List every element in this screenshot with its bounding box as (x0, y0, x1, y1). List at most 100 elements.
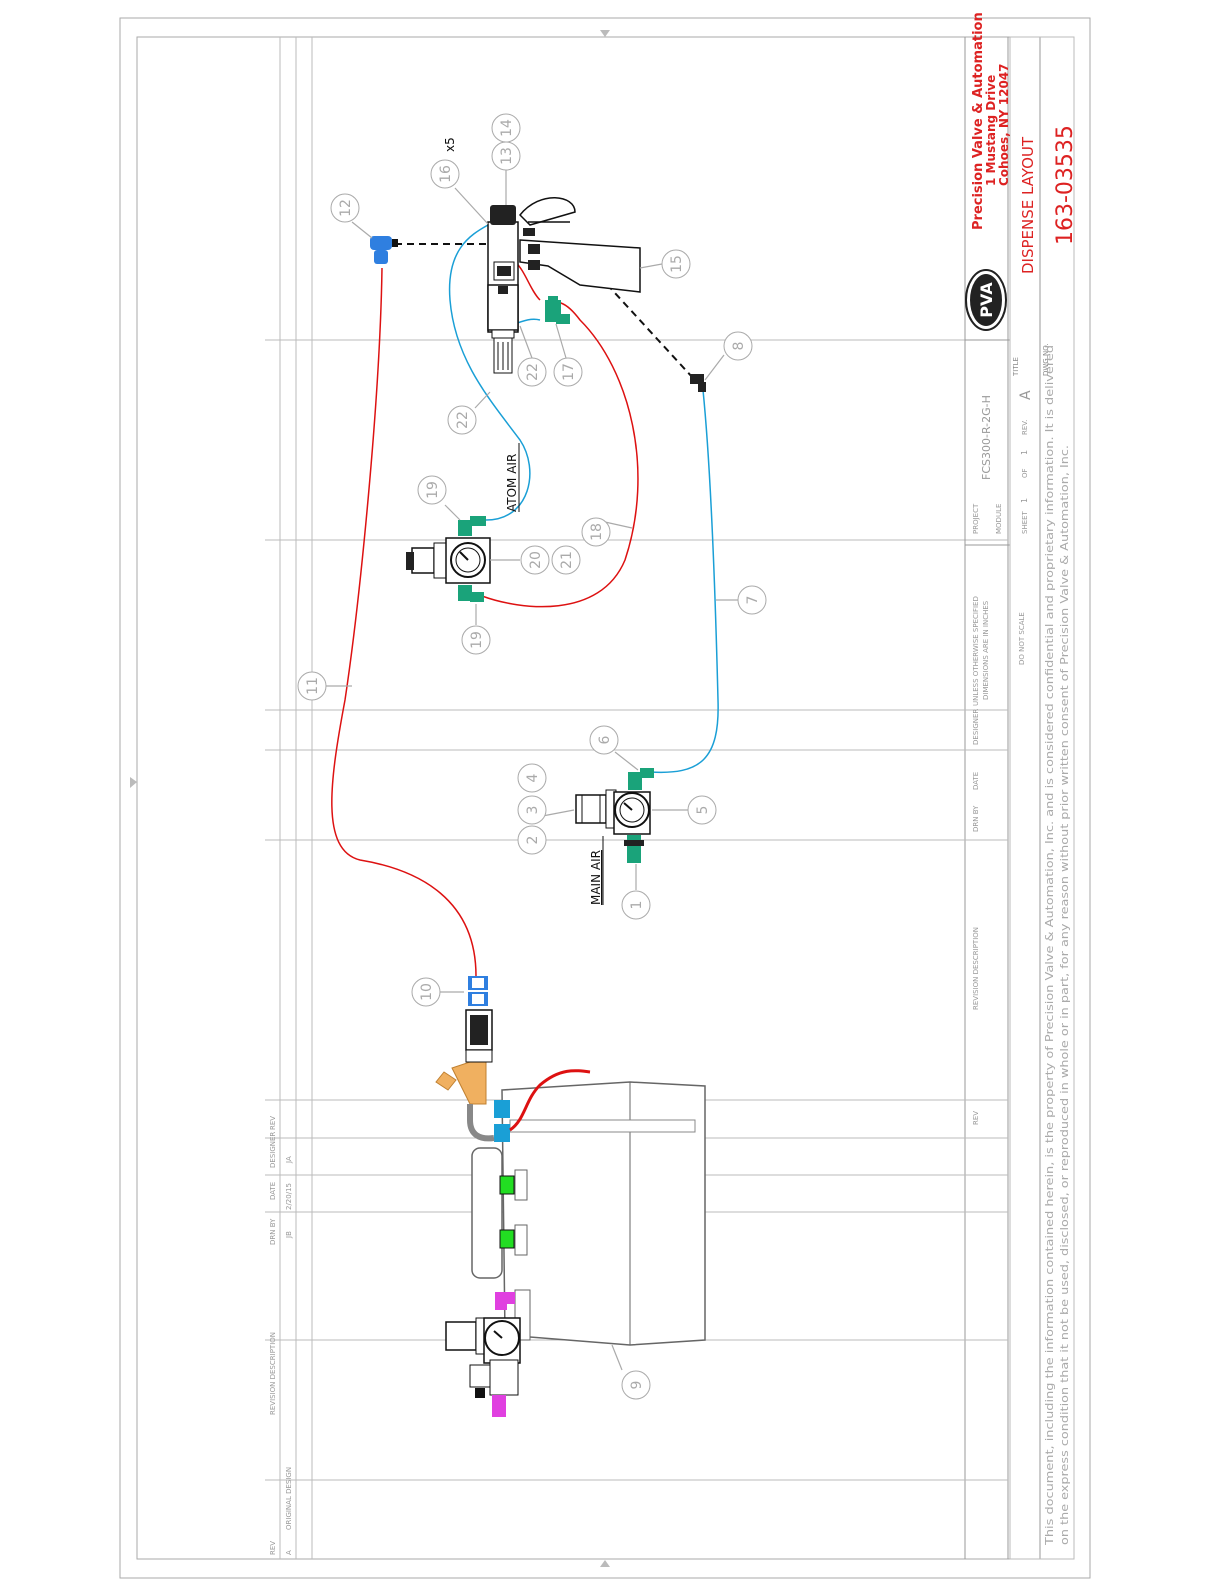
revtable-row-drn-by: JB (285, 1231, 293, 1239)
balloon-7: 7 (737, 585, 767, 615)
rev-col-label-top: REV (972, 1111, 980, 1125)
notice-line2: on the express condition that it not be … (1058, 445, 1071, 1545)
balloon-21: 21 (551, 545, 581, 575)
balloon-17: 17 (553, 357, 583, 387)
balloon-4: 4 (517, 763, 547, 793)
balloon-22-line: 22 (447, 405, 477, 435)
revtable-row-designer: JA (285, 1156, 293, 1164)
balloon-18: 18 (581, 517, 611, 547)
center-mark-top (600, 30, 610, 37)
svg-text:8: 8 (731, 342, 747, 351)
fitting-elbow-12 (370, 236, 398, 264)
svg-text:10: 10 (419, 983, 435, 1001)
svg-text:7: 7 (745, 596, 761, 605)
revtable-header-rev: REV (269, 1541, 277, 1555)
svg-text:12: 12 (338, 199, 354, 217)
balloon-11: 11 (297, 671, 327, 701)
svg-text:14: 14 (499, 119, 515, 137)
svg-text:6: 6 (597, 735, 613, 744)
balloon-5: 5 (687, 795, 717, 825)
balloon-15: 15 (661, 249, 691, 279)
revtable-header-designer: DESIGNER (269, 1132, 277, 1168)
fitting-elbow-8 (690, 374, 706, 392)
balloon-1: 1 (621, 890, 651, 920)
revision-description-label-top: REVISION DESCRIPTION (972, 927, 980, 1010)
sheet-number: 1 (1020, 498, 1029, 503)
designer-label-top: DESIGNER (972, 709, 980, 745)
balloon-19-top: 19 (417, 475, 447, 505)
fluid-line-11 (331, 267, 477, 977)
balloon-6: 6 (589, 725, 619, 755)
unless-line2: DIMENSIONS ARE IN INCHES (982, 600, 990, 700)
svg-text:19: 19 (425, 481, 441, 499)
atom-air-label: ATOM AIR (505, 454, 519, 512)
balloon-14: 14 (491, 113, 521, 143)
module-label: MODULE (995, 504, 1003, 534)
revtable-row-description: ORIGINAL DESIGN (285, 1467, 293, 1530)
project-value: FCS300-R-2G-H (980, 395, 993, 480)
balloon-19-bottom: 19 (461, 625, 491, 655)
spray-gun (487, 197, 641, 374)
air-line-22 (448, 224, 531, 521)
svg-text:22: 22 (455, 411, 471, 429)
dwg-no-label: DWG NO. (1042, 343, 1050, 376)
revtable-header-date: DATE (269, 1182, 277, 1200)
sheet-label: SHEET (1021, 510, 1029, 534)
title-label: TITLE (1012, 357, 1020, 377)
balloon-2: 2 (517, 825, 547, 855)
do-not-scale: DO NOT SCALE (1018, 612, 1026, 665)
fluid-line-18 (481, 301, 639, 608)
svg-text:3: 3 (525, 806, 541, 815)
qty-x5-label: x5 (443, 137, 457, 152)
atom-air-regulator (406, 516, 491, 602)
logo-text: PVA (977, 282, 996, 318)
drn-by-label-top: DRN BY (972, 805, 980, 832)
revtable-row-date: 2/20/15 (285, 1183, 293, 1210)
center-mark-left (130, 777, 137, 788)
svg-text:2: 2 (525, 836, 541, 845)
svg-text:18: 18 (589, 523, 605, 541)
company-name: Precision Valve & Automation (971, 12, 986, 230)
notice-line1: This document, including the information… (1043, 345, 1056, 1546)
center-mark-bottom (600, 1560, 610, 1567)
balloon-13: 13 (491, 141, 521, 171)
sheet-of: OF (1021, 468, 1029, 478)
svg-text:5: 5 (695, 806, 711, 815)
svg-text:1: 1 (629, 901, 645, 910)
svg-text:13: 13 (499, 147, 515, 165)
svg-text:11: 11 (305, 677, 321, 695)
balloon-9: 9 (621, 1370, 651, 1400)
svg-text:4: 4 (525, 773, 541, 782)
svg-text:16: 16 (438, 165, 454, 183)
revtable-header-description: REVISION DESCRIPTION (269, 1332, 277, 1415)
svg-text:15: 15 (669, 255, 685, 273)
balloon-8: 8 (723, 331, 753, 361)
dwg-block (1009, 36, 1075, 1560)
pressure-tank (435, 976, 706, 1417)
pva-logo: PVA (965, 269, 1007, 331)
revtable-row-rev: A (285, 1550, 293, 1555)
svg-text:20: 20 (528, 551, 544, 569)
drawing-title: DISPENSE LAYOUT (1019, 136, 1037, 274)
dashed-leader-8 (602, 279, 694, 379)
svg-text:21: 21 (559, 551, 575, 569)
revtable-header-drn-by: DRN BY (269, 1218, 277, 1245)
svg-text:22: 22 (525, 363, 541, 381)
balloon-22-gun: 22 (517, 357, 547, 387)
unless-line1: UNLESS OTHERWISE SPECIFIED (972, 596, 980, 706)
sheet-total: 1 (1020, 450, 1029, 455)
balloon-10: 10 (411, 977, 441, 1007)
balloon-12: 12 (330, 193, 360, 223)
main-air-regulator (575, 768, 654, 863)
balloon-3: 3 (517, 795, 547, 825)
outer-border (119, 17, 1091, 1579)
balloon-16: 16 (430, 159, 460, 189)
main-air-label: MAIN AIR (589, 850, 603, 905)
svg-text:9: 9 (629, 1381, 645, 1390)
drawing-number: 163-03535 (1053, 125, 1078, 245)
revtable-header-rev-2: REV (269, 1116, 277, 1130)
company-address2: Cohoes, NY 12047 (997, 63, 1011, 186)
fitting-17 (545, 296, 570, 324)
date-label-top: DATE (972, 772, 980, 790)
